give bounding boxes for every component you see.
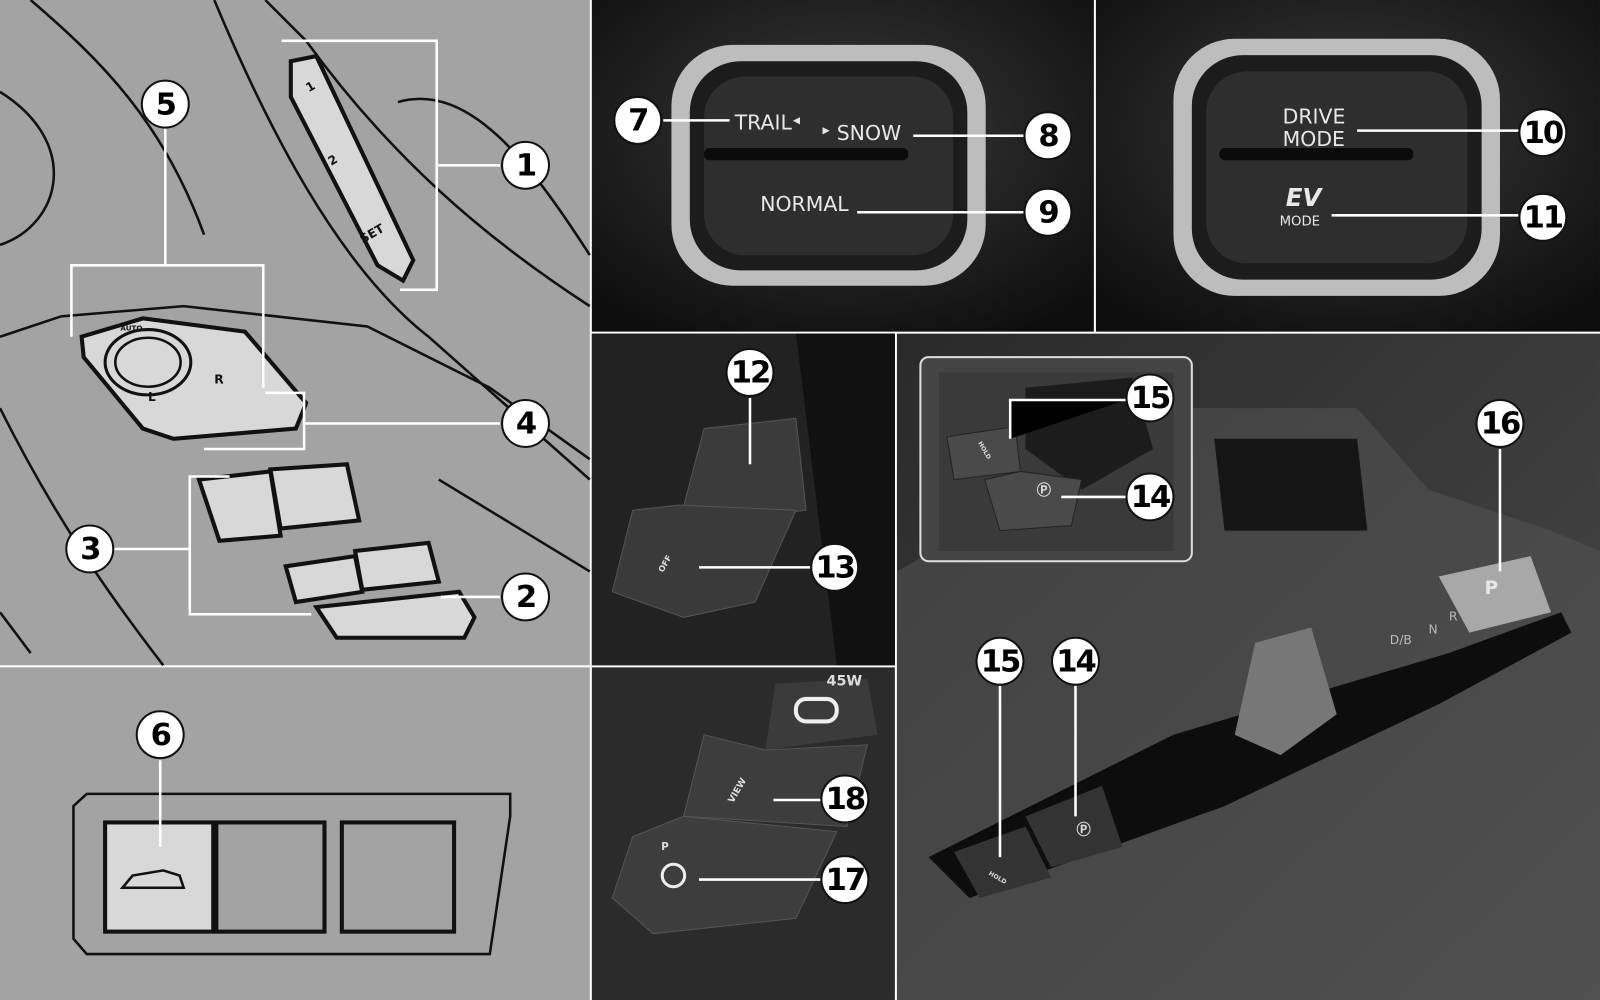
callout-7: 7 xyxy=(613,95,663,145)
mode-label: MODE xyxy=(1282,126,1345,152)
mirror-right-button[interactable]: R xyxy=(214,372,224,387)
mirror-left-button[interactable]: L xyxy=(147,389,156,405)
snow-label: SNOW xyxy=(836,120,902,145)
callout-3: 3 xyxy=(65,524,115,574)
callout-1: 1 xyxy=(501,140,550,190)
callout-11: 11 xyxy=(1518,192,1568,242)
ev-label: EV xyxy=(1285,183,1322,213)
callout-17: 17 xyxy=(820,855,870,905)
gear-n-label: N xyxy=(1428,622,1438,637)
steering-p-label: P xyxy=(661,841,669,854)
gear-db-label: D/B xyxy=(1389,632,1412,647)
callout-9: 9 xyxy=(1023,187,1073,237)
mirror-auto-label: AUTO xyxy=(120,324,143,333)
park-button[interactable]: P xyxy=(1484,577,1499,599)
callout-4: 4 xyxy=(501,398,550,448)
ev-mode-label: MODE xyxy=(1279,214,1321,230)
callout-14-inset: 14 xyxy=(1125,472,1175,522)
normal-label: NORMAL xyxy=(760,191,849,217)
callout-14: 14 xyxy=(1051,636,1100,686)
callout-8: 8 xyxy=(1023,111,1073,161)
callout-2: 2 xyxy=(501,572,550,622)
drive-label: DRIVE xyxy=(1282,104,1346,129)
triangle-left-icon: ◂ xyxy=(792,112,801,129)
callout-5: 5 xyxy=(140,79,190,129)
tailgate-car-icon xyxy=(119,869,186,890)
callout-10: 10 xyxy=(1518,108,1568,158)
gear-r-label: R xyxy=(1448,609,1458,624)
triangle-right-icon: ▸ xyxy=(822,122,830,139)
charger-label: 45W xyxy=(826,673,863,690)
parking-brake-icon-inset[interactable]: Ⓟ xyxy=(1036,482,1052,499)
callout-12: 12 xyxy=(725,347,775,397)
callout-6: 6 xyxy=(135,710,185,760)
trail-label: TRAIL xyxy=(734,110,792,135)
callout-15: 15 xyxy=(975,636,1025,686)
callout-16: 16 xyxy=(1475,398,1525,448)
callout-18: 18 xyxy=(820,774,870,824)
callout-15-inset: 15 xyxy=(1125,373,1175,423)
callout-13: 13 xyxy=(810,542,860,592)
parking-brake-icon[interactable]: Ⓟ xyxy=(1076,822,1091,839)
tailgate-sketch xyxy=(0,667,590,1000)
